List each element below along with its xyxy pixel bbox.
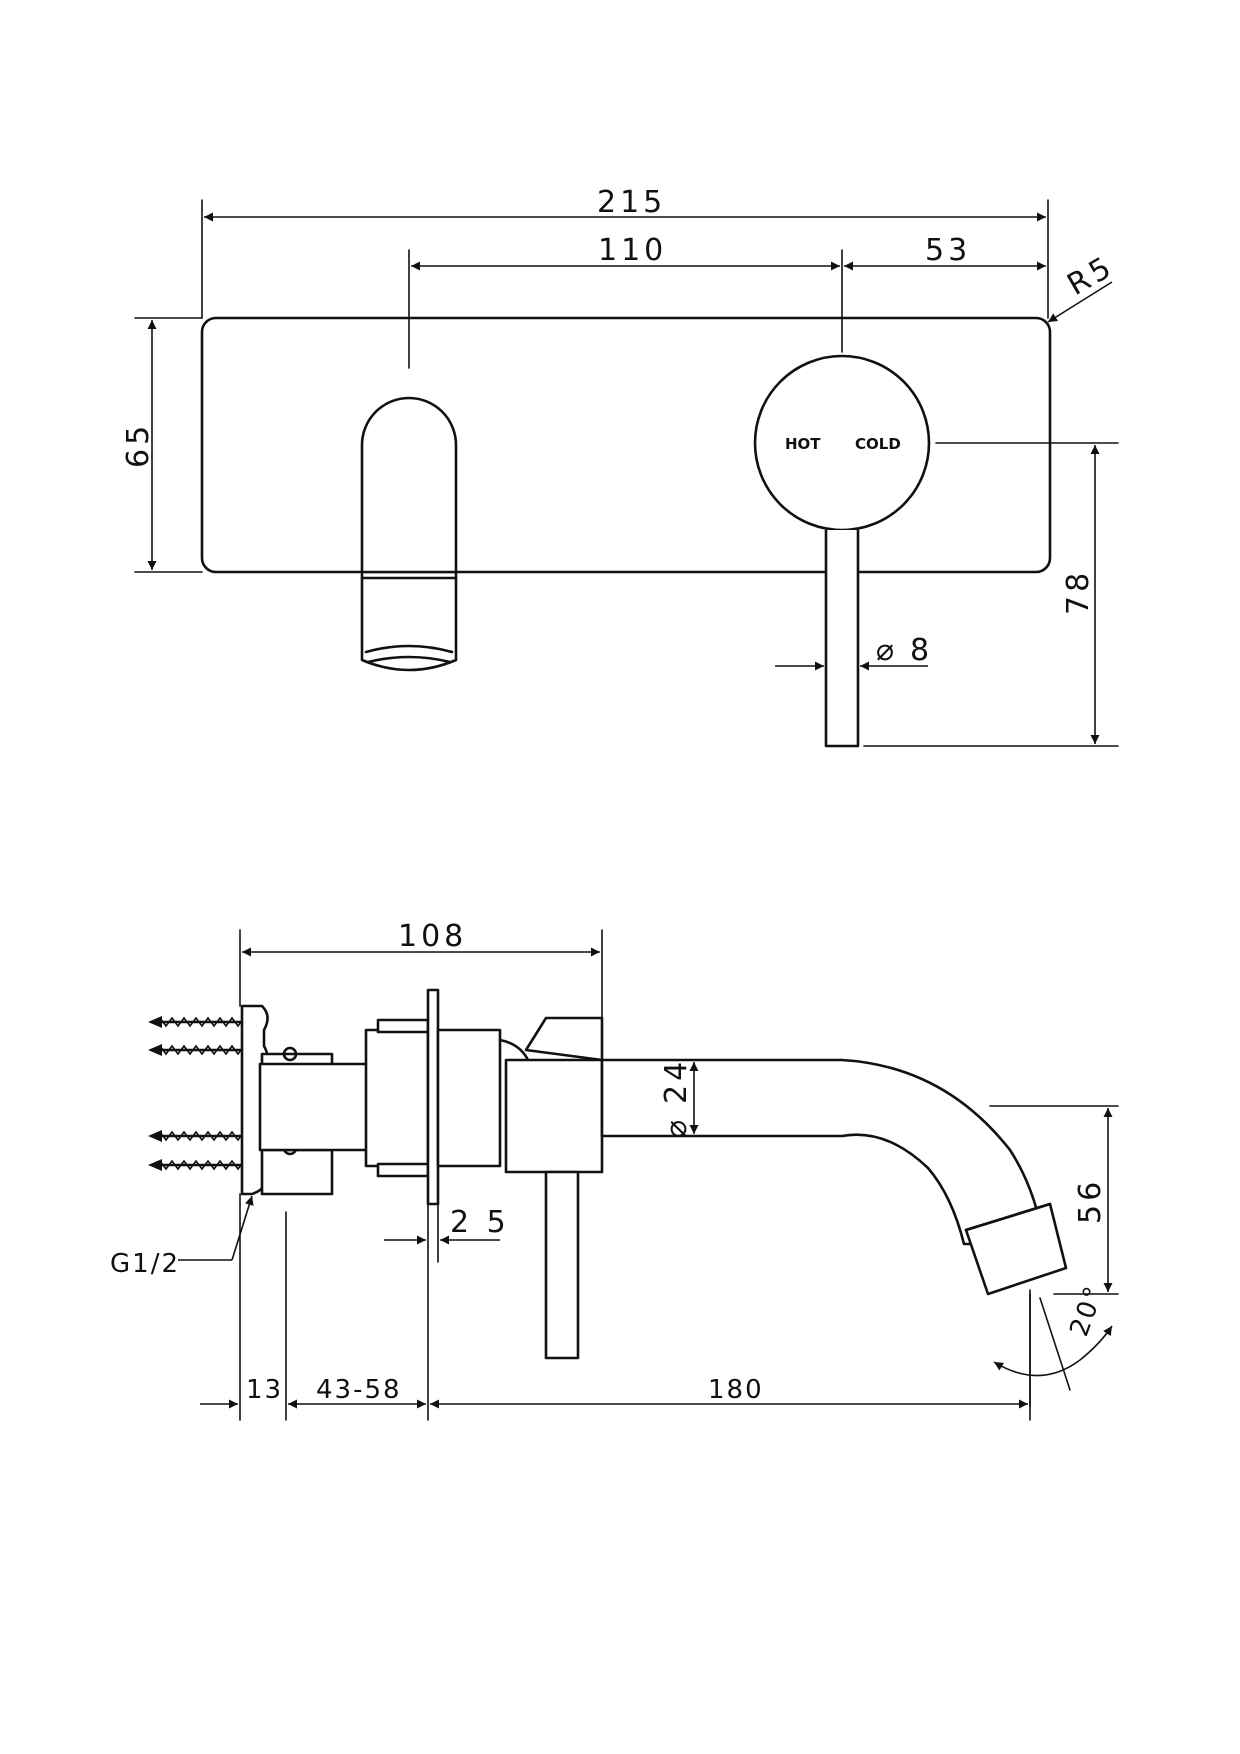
front-view: HOT COLD 215 110 53 R5 [121,185,1121,748]
handle-disc [753,354,931,532]
handle-cold-label: COLD [855,435,901,453]
dim-spout-diameter: ⌀ 24 [659,1058,699,1138]
svg-text:2 5: 2 5 [450,1205,510,1240]
svg-text:24: 24 [659,1058,694,1104]
svg-text:78: 78 [1061,569,1096,615]
dim-plate-thickness: 2 5 [384,1203,510,1263]
svg-text:8: 8 [910,633,933,668]
svg-text:56: 56 [1073,1178,1108,1224]
svg-text:53: 53 [925,233,971,268]
wall-screws [148,1016,246,1171]
side-spout [600,1058,1068,1296]
side-lever [544,1170,580,1360]
dim-thread: G1/2 [110,1195,254,1279]
front-spout [360,396,458,672]
svg-text:108: 108 [398,919,467,954]
dim-spout-angle: 20° [993,1281,1113,1407]
side-view: 108 ⌀ 24 2 5 G1/2 56 [110,919,1119,1421]
svg-text:215: 215 [597,185,666,220]
dim-spout-height: 56 [989,1105,1119,1295]
dim-lever-drop: 78 [863,442,1119,747]
svg-text:⌀: ⌀ [876,633,898,668]
dim-body-length: 108 [239,919,603,1019]
back-plate [200,316,1052,574]
dim-fixing: 13 [246,1375,283,1405]
mixer-handle: HOT COLD [753,354,931,532]
svg-text:R5: R5 [1062,249,1121,303]
dim-wall-range: 43-58 [316,1375,402,1405]
dim-overall-width: 215 [201,185,1049,319]
dim-corner-radius: R5 [1047,249,1121,323]
front-body [436,1016,604,1174]
svg-text:65: 65 [121,422,156,468]
dim-spout-reach: 180 [708,1375,764,1405]
handle-hot-label: HOT [785,435,821,453]
svg-text:110: 110 [598,233,667,268]
dim-spout-handle: 110 53 [408,233,1046,369]
svg-text:20°: 20° [1064,1281,1110,1340]
dim-plate-height: 65 [121,317,203,573]
front-lever [824,530,860,748]
svg-text:G1/2: G1/2 [110,1249,180,1279]
cartridge-sleeve [364,1018,430,1178]
dim-bottom-chain: 13 43-58 180 [200,1193,1031,1421]
svg-text:⌀: ⌀ [659,1116,694,1138]
dim-lever-diameter: ⌀ 8 [775,633,933,671]
side-back-plate [426,988,440,1206]
